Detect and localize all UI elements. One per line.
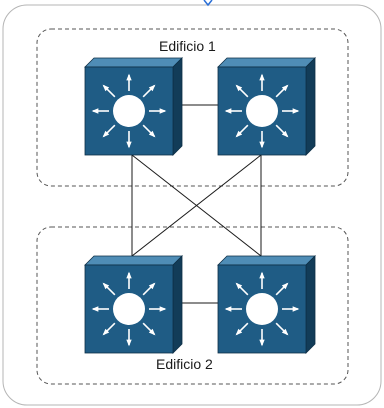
top-accent-mark: [203, 0, 213, 7]
switch-side-face: [172, 57, 183, 156]
switch-top-face: [84, 255, 183, 266]
switch-arrow: [235, 282, 249, 296]
switch-arrow: [235, 84, 249, 98]
switch-center-circle: [246, 293, 278, 325]
switch-arrow: [275, 322, 289, 336]
building-group-1: [36, 28, 349, 187]
switch-arrow: [275, 124, 289, 138]
building-group-2: [36, 226, 349, 385]
switch-arrow: [275, 84, 289, 98]
building-label-edificio-1: Edificio 1: [156, 38, 219, 54]
switch-side-face: [305, 57, 316, 156]
switch-arrow: [142, 124, 156, 138]
outer-container: [2, 4, 382, 406]
switch-arrow: [235, 124, 249, 138]
switch-side-face: [305, 255, 316, 354]
link-sw2-sw3: [131, 154, 262, 257]
switch-arrow: [142, 84, 156, 98]
multilayer-switch-icon[interactable]: [84, 255, 183, 354]
links-layer: [131, 104, 262, 304]
switch-center-circle: [113, 95, 145, 127]
multilayer-switch-icon[interactable]: [217, 57, 316, 156]
switch-arrow: [102, 84, 116, 98]
switch-center-circle: [246, 95, 278, 127]
switch-arrow: [275, 282, 289, 296]
switch-center-circle: [113, 293, 145, 325]
multilayer-switch-icon[interactable]: [217, 255, 316, 354]
switch-layer: [84, 57, 316, 354]
switch-arrow: [142, 322, 156, 336]
switch-top-face: [217, 255, 316, 266]
switch-side-face: [172, 255, 183, 354]
switch-arrow: [102, 282, 116, 296]
switch-top-face: [217, 57, 316, 68]
switch-arrow: [142, 282, 156, 296]
switch-arrow: [102, 124, 116, 138]
building-label-edificio-2: Edificio 2: [153, 356, 216, 372]
switch-top-face: [84, 57, 183, 68]
switch-arrow: [235, 322, 249, 336]
multilayer-switch-icon[interactable]: [84, 57, 183, 156]
switch-arrow: [102, 322, 116, 336]
